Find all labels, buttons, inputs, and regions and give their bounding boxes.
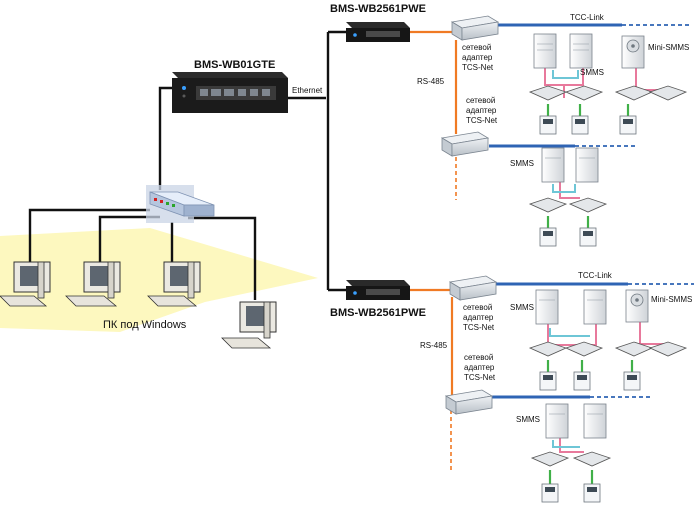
adapter-label-4-line1: сетевой — [464, 353, 493, 362]
adapter-box-4 — [444, 389, 494, 415]
rs485-label-bottom: RS-485 — [420, 341, 448, 350]
adapter-box-3 — [448, 275, 498, 301]
mini-smms-unit-top — [621, 35, 645, 69]
mini-smms-unit-bottom — [625, 289, 649, 323]
network-switch — [146, 185, 215, 223]
adapter-label-2: сетевой адаптер TCS-Net — [466, 96, 498, 125]
gateway-device — [172, 72, 288, 113]
adapter-box-1 — [450, 15, 500, 41]
adapter-label-1: сетевой адаптер TCS-Net — [462, 43, 494, 72]
rs485-lines — [410, 30, 458, 396]
mini-smms-label-top: Mini-SMMS — [648, 43, 689, 52]
adapter-label-3: сетевой адаптер TCS-Net — [463, 303, 495, 332]
controller-top-label: BMS-WB2561PWE — [330, 3, 426, 15]
rs485-dashed — [450, 150, 457, 470]
refrigerant-pink — [544, 68, 666, 453]
controller-top-device — [346, 22, 410, 42]
refrigerant-cyan — [549, 70, 590, 448]
wall-controller-screens — [543, 119, 637, 492]
pc-workstation-2 — [65, 261, 121, 307]
adapter-label-4: сетевой адаптер TCS-Net — [464, 353, 496, 382]
smms-label-4: SMMS — [516, 415, 540, 424]
adapter-label-1-line1: сетевой — [462, 43, 491, 52]
pc-workstation-4 — [221, 301, 277, 349]
adapter-label-2-line3: TCS-Net — [466, 116, 498, 125]
tcc-link-label-bottom: TCC-Link — [578, 271, 613, 280]
outdoor-units — [533, 33, 607, 439]
ethernet-label: Ethernet — [292, 86, 323, 95]
controller-bottom-device — [346, 280, 410, 300]
pc-label: ПК под Windows — [103, 319, 187, 331]
controller-bottom-label: BMS-WB2561PWE — [330, 307, 426, 319]
adapter-label-1-line2: адаптер — [462, 53, 493, 62]
adapter-label-4-line2: адаптер — [464, 363, 495, 372]
cassette-units — [528, 85, 688, 467]
adapter-label-2-line2: адаптер — [466, 106, 497, 115]
rs485-label-top: RS-485 — [417, 77, 445, 86]
adapter-box-2 — [440, 131, 490, 157]
tcc-link-dashed — [575, 24, 694, 398]
pc-workstation-3 — [147, 261, 201, 307]
smms-label-2: SMMS — [510, 159, 534, 168]
outdoor-unit-grills — [537, 43, 603, 415]
tcc-link-label-top: TCC-Link — [570, 13, 605, 22]
adapter-label-3-line2: адаптер — [463, 313, 494, 322]
adapter-label-1-line3: TCS-Net — [462, 63, 494, 72]
smms-label-3: SMMS — [510, 303, 534, 312]
adapter-label-3-line1: сетевой — [463, 303, 492, 312]
pc-workstation-1 — [0, 261, 51, 307]
gateway-label: BMS-WB01GTE — [194, 59, 275, 71]
smms-label-1: SMMS — [580, 68, 604, 77]
tcc-link-lines — [488, 23, 628, 399]
adapter-label-3-line3: TCS-Net — [463, 323, 495, 332]
adapter-label-4-line3: TCS-Net — [464, 373, 496, 382]
mini-smms-label-bottom: Mini-SMMS — [651, 295, 692, 304]
control-green — [546, 104, 634, 484]
adapter-label-2-line1: сетевой — [466, 96, 495, 105]
